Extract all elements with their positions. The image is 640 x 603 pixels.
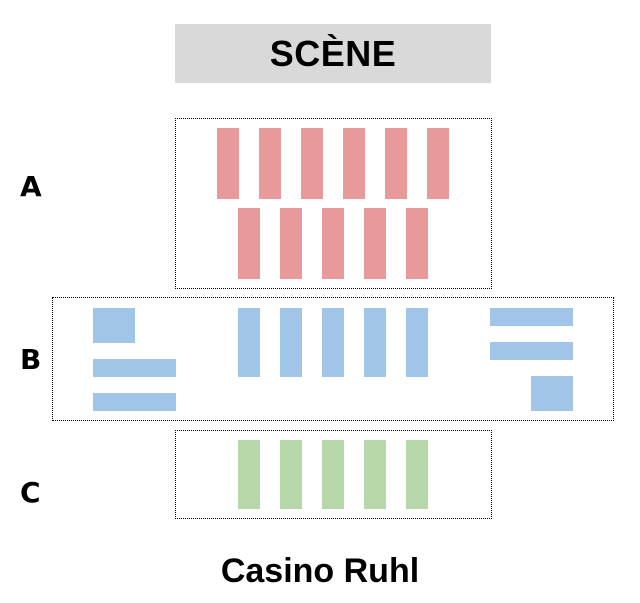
section-b-seat-block[interactable]	[490, 342, 573, 360]
section-c-seat-block[interactable]	[364, 440, 386, 509]
section-a-seat-block[interactable]	[259, 128, 281, 199]
section-b-label: B	[20, 343, 42, 376]
section-c-label: C	[20, 476, 41, 509]
section-a-seat-block[interactable]	[301, 128, 323, 199]
section-c-seat-block[interactable]	[322, 440, 344, 509]
section-b-seat-block[interactable]	[364, 308, 386, 377]
stage: SCÈNE	[175, 24, 491, 83]
section-c-seat-block[interactable]	[238, 440, 260, 509]
section-b-seat-block[interactable]	[406, 308, 428, 377]
section-b-seat-block[interactable]	[322, 308, 344, 377]
section-a-seat-block[interactable]	[322, 208, 344, 279]
venue-name: Casino Ruhl	[220, 552, 420, 590]
section-b-seat-block[interactable]	[490, 308, 573, 326]
section-b-seat-block[interactable]	[280, 308, 302, 377]
section-c-seat-block[interactable]	[406, 440, 428, 509]
section-a-seat-block[interactable]	[427, 128, 449, 199]
section-a-seat-block[interactable]	[385, 128, 407, 199]
section-b-seat-block[interactable]	[531, 376, 573, 411]
section-a-seat-block[interactable]	[406, 208, 428, 279]
stage-label: SCÈNE	[269, 32, 397, 74]
section-a-seat-block[interactable]	[343, 128, 365, 199]
section-b-seat-block[interactable]	[238, 308, 260, 377]
section-c-box[interactable]	[175, 430, 492, 519]
section-b-seat-block[interactable]	[93, 308, 135, 343]
section-a-seat-block[interactable]	[280, 208, 302, 279]
section-c-seat-block[interactable]	[280, 440, 302, 509]
section-b-seat-block[interactable]	[93, 359, 176, 377]
section-a-seat-block[interactable]	[238, 208, 260, 279]
section-b-box[interactable]	[52, 297, 614, 421]
section-a-box[interactable]	[175, 118, 492, 289]
section-b-seat-block[interactable]	[93, 393, 176, 411]
section-a-seat-block[interactable]	[364, 208, 386, 279]
section-a-label: A	[20, 170, 42, 203]
section-a-seat-block[interactable]	[217, 128, 239, 199]
